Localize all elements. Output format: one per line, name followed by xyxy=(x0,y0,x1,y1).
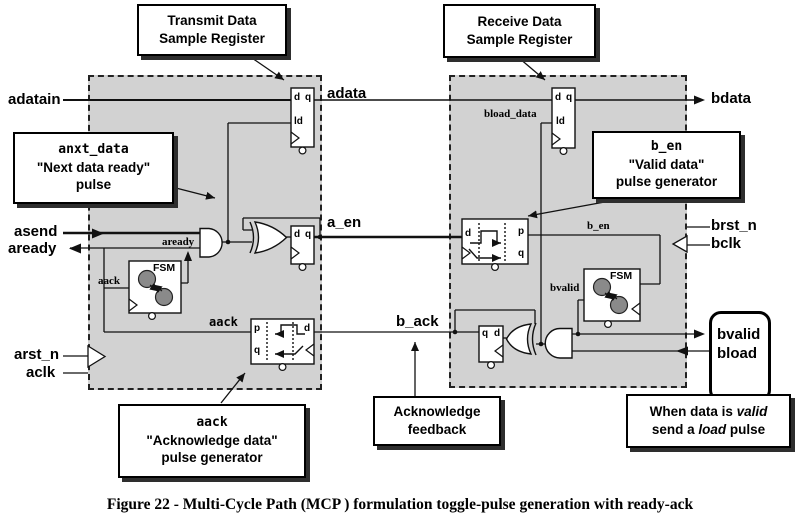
junction-dots xyxy=(225,234,581,347)
label-aready-port: aready xyxy=(8,240,57,257)
callout-line: send a load pulse xyxy=(651,422,766,437)
callout-ack-feedback: Acknowledge feedback xyxy=(373,396,501,446)
asend-arrowhead xyxy=(92,228,104,239)
callout-transmit-register: Transmit Data Sample Register xyxy=(137,4,287,56)
pin-ld: ld xyxy=(556,116,565,127)
fsm-label-right: FSM xyxy=(610,270,633,282)
bload-arrowhead xyxy=(676,346,688,356)
wire-b-en xyxy=(527,234,661,285)
wire-back-feedback xyxy=(454,309,536,332)
pin-d: d xyxy=(465,228,472,239)
figure-caption: Figure 22 - Multi-Cycle Path (MCP ) form… xyxy=(106,496,694,513)
pin-d: d xyxy=(294,229,301,240)
fsm-states-right xyxy=(592,277,629,315)
callout-line: Sample Register xyxy=(159,31,265,46)
wire-aack xyxy=(103,248,251,333)
xor-gate-right xyxy=(505,322,537,356)
label-bclk: bclk xyxy=(711,235,742,252)
pin-p: p xyxy=(518,226,525,237)
callout-line: b_en xyxy=(650,139,683,154)
bdata-arrowhead xyxy=(694,95,705,105)
label-aclk: aclk xyxy=(26,364,56,381)
pin-q: q xyxy=(566,92,573,103)
pin-d: d xyxy=(494,328,501,339)
b-ack-flipflop xyxy=(478,325,504,363)
callout-receive-register: Receive Data Sample Register xyxy=(443,4,596,58)
callout-arrows xyxy=(171,57,633,404)
label-bvalid-port: bvalid xyxy=(717,326,761,343)
pin-d: d xyxy=(294,92,301,103)
callout-line: aack xyxy=(196,415,228,430)
label-bvalid-net: bvalid xyxy=(550,282,580,294)
label-bload-port: bload xyxy=(717,345,757,362)
label-b-en-net: b_en xyxy=(587,220,610,232)
label-a-en: a_en xyxy=(327,214,362,231)
pin-q: q xyxy=(305,229,312,240)
callout-anxt-data: anxt_data "Next data ready" pulse xyxy=(13,132,174,204)
label-asend: asend xyxy=(14,223,58,240)
aclk-domain-triangle xyxy=(87,344,107,369)
pin-d: d xyxy=(304,323,311,334)
label-bload-data: bload_data xyxy=(484,108,537,120)
pin-ld: ld xyxy=(294,116,303,127)
aready-arrowhead xyxy=(69,243,81,254)
callout-line: pulse generator xyxy=(161,450,263,466)
pulse-glyphs xyxy=(266,223,506,360)
label-aready-net: aready xyxy=(162,236,195,248)
bvalid-bload-port-box: bvalid bload xyxy=(709,311,771,402)
pin-d: d xyxy=(555,92,562,103)
label-bdata: bdata xyxy=(711,90,752,107)
callout-b-en-pulse: b_en "Valid data" pulse generator xyxy=(592,131,741,199)
label-adata: adata xyxy=(327,85,367,102)
callout-line: pulse generator xyxy=(615,174,718,190)
aack-callout-arrow xyxy=(220,372,246,404)
transmit-callout-arrow xyxy=(251,57,285,81)
label-arst-n: arst_n xyxy=(14,346,60,363)
pin-q: q xyxy=(305,92,312,103)
and-gate-right xyxy=(544,327,573,359)
pin-p: p xyxy=(254,323,261,334)
receive-callout-arrow xyxy=(518,57,546,81)
callout-line: "Acknowledge data" xyxy=(146,432,278,448)
wire-bload-ld xyxy=(536,122,552,345)
wire-aen-feedback xyxy=(242,217,321,237)
fsm-states-left xyxy=(137,269,174,307)
label-adatain: adatain xyxy=(8,91,61,108)
xor-gate-left xyxy=(249,221,288,254)
bclk-domain-triangle xyxy=(671,234,688,254)
reset-bubbles xyxy=(148,146,612,372)
callout-line: When data is valid xyxy=(649,404,768,420)
registers xyxy=(128,87,641,365)
anxt-callout-arrow xyxy=(171,186,216,200)
callout-line: pulse xyxy=(75,177,112,193)
label-b-ack: b_ack xyxy=(396,313,439,330)
callout-line: "Valid data" xyxy=(628,156,705,172)
fsm-label-left: FSM xyxy=(153,262,176,274)
and-gate-left xyxy=(199,227,223,258)
pin-q: q xyxy=(518,248,525,259)
signal-arrowheads xyxy=(69,95,705,356)
callout-line: Transmit Data xyxy=(167,13,257,29)
pin-q: q xyxy=(254,345,261,356)
label-brst-n: brst_n xyxy=(711,217,757,234)
label-aack-gen: aack xyxy=(209,315,238,329)
callout-line: "Next data ready" xyxy=(36,159,151,175)
wire-bvalid xyxy=(572,299,697,335)
clock-wedges xyxy=(128,131,641,358)
bvalid-arrowhead xyxy=(694,329,705,339)
aready-up-arrowhead xyxy=(184,251,192,261)
callout-aack-pulse: aack "Acknowledge data" pulse generator xyxy=(118,404,306,478)
pin-q: q xyxy=(482,328,489,339)
label-aack-net: aack xyxy=(98,275,120,287)
callout-line: anxt_data xyxy=(58,142,129,157)
callout-when-valid: When data is valid send a load pulse xyxy=(626,394,791,448)
callout-line: Acknowledge xyxy=(393,404,481,420)
callout-line: feedback xyxy=(407,422,467,437)
callout-line: Sample Register xyxy=(466,32,573,47)
callout-line: Receive Data xyxy=(477,14,562,30)
ben-callout-arrow xyxy=(527,196,633,219)
